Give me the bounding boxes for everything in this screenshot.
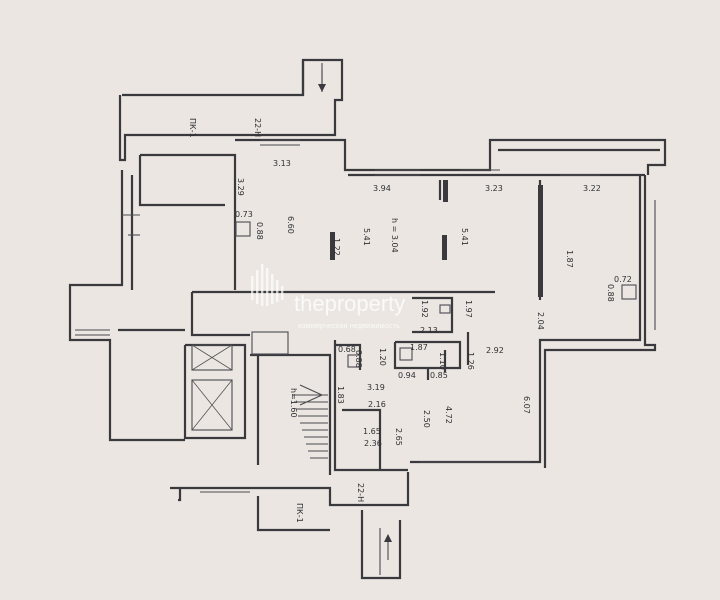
dimension: 3.94: [373, 184, 391, 193]
watermark-tagline: коммерческая недвижимость: [298, 321, 400, 330]
dimension: 2.92: [486, 346, 504, 355]
dimension: 2.13: [420, 326, 438, 335]
dimension: 1.83: [336, 386, 345, 404]
dimension: 1.92: [420, 300, 429, 318]
dimension: 0.88: [606, 284, 615, 302]
watermark: theproperty коммерческая недвижимость: [251, 264, 405, 330]
section-label-top: 22-H: [253, 118, 262, 137]
dimension: 2.65: [394, 428, 403, 446]
dimension: 3.22: [583, 184, 601, 193]
watermark-brand: theproperty: [294, 291, 405, 316]
dimension: 2.16: [368, 400, 386, 409]
columns: [330, 180, 543, 297]
dimension: 2.50: [422, 410, 431, 428]
entrance-arrows: [318, 70, 392, 560]
dimension: 3.29: [236, 178, 245, 196]
dimension: 5.41: [362, 228, 371, 246]
dimension-labels: 3.13 3.29 3.94 3.23 3.22 0.73 0.88 6.60 …: [235, 159, 632, 448]
dimension: 0.94: [398, 371, 416, 380]
dimension: 3.19: [367, 383, 385, 392]
interior-walls: [118, 153, 542, 475]
axis-label-bottom: ПК-1: [295, 503, 304, 523]
dimension: 5.41: [460, 228, 469, 246]
stair-break-line: [299, 384, 324, 406]
stairs: [292, 384, 328, 459]
outer-walls: [68, 58, 667, 580]
dimension: 1.87: [565, 250, 574, 268]
dimension: 0.68: [338, 345, 356, 354]
axis-label-top: ПК-1: [188, 118, 197, 138]
dimension: 3.23: [485, 184, 503, 193]
dimension: 0.88: [354, 350, 363, 368]
dimension: 0.72: [614, 275, 632, 284]
dimension: 2.04: [536, 312, 545, 330]
watermark-logo-bars: [251, 264, 284, 306]
dimension: 1.10: [438, 352, 447, 370]
dimension: 0.73: [235, 210, 253, 219]
ceiling-height-label: h = 3.04: [390, 218, 399, 253]
section-label-bottom: 22-H: [356, 483, 365, 502]
dimension: 1.20: [378, 348, 387, 366]
dimension: 3.13: [273, 159, 291, 168]
dimension: 4.72: [444, 406, 453, 424]
dimension: 1.65: [363, 427, 381, 436]
dimension: 1.22: [332, 238, 341, 256]
dimension: 1.87: [410, 343, 428, 352]
elevator-shafts: [191, 221, 637, 431]
dimension: 1.26: [466, 352, 475, 370]
stair-height-label: h=1.60: [289, 388, 298, 418]
dimension: 0.85: [430, 371, 448, 380]
dimension: 1.97: [464, 300, 473, 318]
dimension: 0.88: [255, 222, 264, 240]
windows: [75, 139, 656, 493]
dimension: 6.07: [522, 396, 531, 414]
dimension: 6.60: [286, 216, 295, 234]
plan-labels: h = 3.04 h=1.60 22-H 22-H ПК-1 ПК-1: [188, 118, 399, 523]
dimension: 2.36: [364, 439, 382, 448]
